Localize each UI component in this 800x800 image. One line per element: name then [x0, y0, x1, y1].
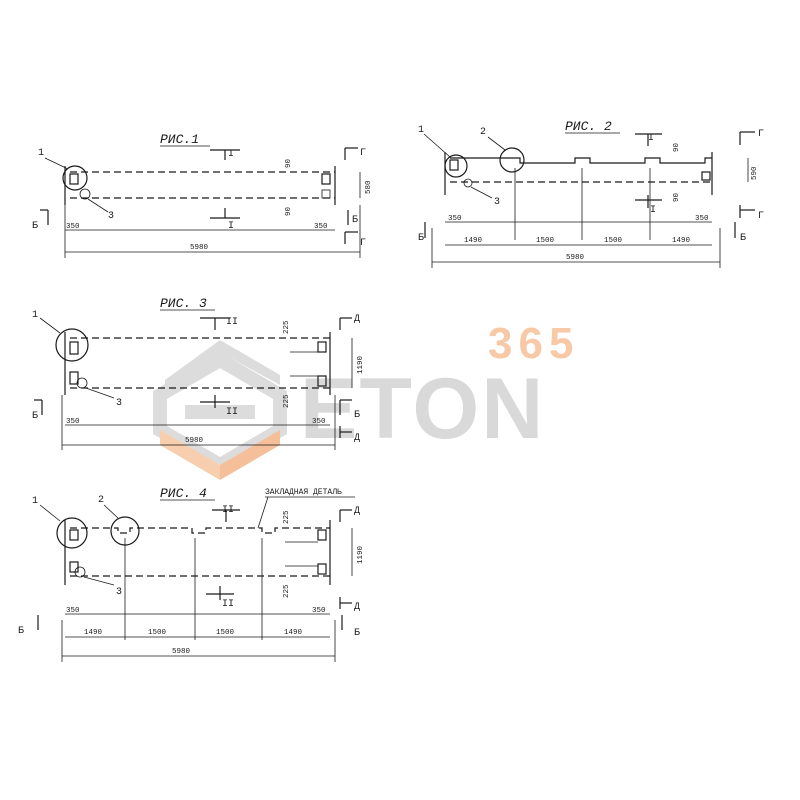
fig4-section-d-bottom: Д — [354, 602, 360, 613]
fig4-section-d-top: Д — [354, 506, 360, 517]
fig4-section-b-left: Б — [18, 626, 24, 637]
fig1-section-g-bottom: Г — [360, 238, 366, 249]
fig2-callout-2: 2 — [480, 127, 486, 138]
figure-1: РИС.1 1 3 I I Г Г Б Б — [32, 132, 373, 258]
fig2-dim-span-1: 1490 — [464, 237, 483, 245]
fig2-section-g-bottom: Г — [758, 211, 764, 222]
figure-2: РИС. 2 1 2 3 I I Г Г — [418, 119, 764, 268]
fig2-dim-span-3: 1500 — [604, 237, 623, 245]
figure-4: РИС. 4 ЗАКЛАДНАЯ ДЕТАЛЬ 1 2 3 II II — [18, 486, 365, 662]
fig4-callout-3: 3 — [116, 587, 122, 598]
fig4-dim-right-end: 350 — [312, 607, 326, 615]
fig2-section-i-top: I — [648, 133, 654, 144]
figure-3: РИС. 3 1 3 II II Д Д Б — [32, 296, 365, 450]
fig1-section-i-top: I — [228, 149, 234, 160]
fig1-callout-1: 1 — [38, 148, 44, 159]
fig2-dim-right-end: 350 — [695, 215, 709, 223]
fig2-detail-2-circle — [499, 147, 525, 173]
fig2-dim-length: 5980 — [566, 254, 585, 262]
fig1-section-i-bottom: I — [228, 221, 234, 232]
fig3-dim-bottom-edge: 225 — [283, 394, 291, 408]
fig2-dim-span-2: 1500 — [536, 237, 555, 245]
fig3-dim-right-end: 350 — [312, 418, 326, 426]
fig3-detail-1-circle — [55, 328, 89, 362]
fig2-title: РИС. 2 — [565, 119, 612, 134]
fig3-dim-height: 1190 — [357, 355, 365, 374]
fig1-dim-top-edge: 90 — [285, 158, 293, 168]
watermark-logo-icon — [153, 340, 287, 480]
fig4-dim-length: 5980 — [172, 648, 191, 656]
watermark-number: 365 — [488, 319, 579, 368]
fig2-callout-3: 3 — [494, 197, 500, 208]
fig4-dim-span-1: 1490 — [84, 629, 103, 637]
fig4-detail-1-circle — [56, 517, 88, 549]
fig2-dim-height: 590 — [751, 166, 759, 180]
watermark-brand: ETON — [300, 361, 545, 457]
fig1-dim-left-end: 350 — [66, 223, 80, 231]
fig4-callout-1: 1 — [32, 496, 38, 507]
fig2-section-b-left: Б — [418, 233, 424, 244]
fig1-dim-height: 580 — [365, 180, 373, 194]
fig4-detail-2-circle — [110, 516, 140, 546]
fig4-dim-left-end: 350 — [66, 607, 80, 615]
fig4-dim-top-edge: 225 — [283, 510, 291, 524]
fig3-dim-length: 5980 — [185, 437, 204, 445]
fig2-dim-bottom-edge: 90 — [673, 192, 681, 202]
fig2-section-b-right: Б — [740, 233, 746, 244]
fig4-dim-bottom-edge: 225 — [283, 584, 291, 598]
fig4-section-b-right: Б — [354, 628, 360, 639]
fig2-dim-span-4: 1490 — [672, 237, 691, 245]
fig3-dim-left-end: 350 — [66, 418, 80, 426]
fig3-detail-3-circle — [76, 377, 88, 389]
fig1-callout-3: 3 — [108, 211, 114, 222]
fig1-section-b-right: Б — [352, 215, 358, 226]
fig1-section-g-top: Г — [360, 148, 366, 159]
fig3-section-d-bottom: Д — [354, 433, 360, 444]
fig4-title: РИС. 4 — [160, 486, 207, 501]
fig1-title: РИС.1 — [160, 132, 199, 147]
watermark: 365 ETON — [153, 319, 579, 480]
fig4-dim-height: 1190 — [357, 545, 365, 564]
fig2-detail-3-circle — [463, 178, 473, 188]
fig2-section-i-bottom: I — [650, 205, 656, 216]
fig3-title: РИС. 3 — [160, 296, 207, 311]
fig4-note-embedded-part: ЗАКЛАДНАЯ ДЕТАЛЬ — [265, 488, 342, 497]
fig3-callout-3: 3 — [116, 398, 122, 409]
fig1-detail-3-circle — [79, 188, 91, 200]
fig4-callout-2: 2 — [98, 495, 104, 506]
fig2-dim-top-edge: 90 — [673, 142, 681, 152]
fig4-section-ii-bottom: II — [222, 599, 234, 610]
fig4-dim-span-4: 1490 — [284, 629, 303, 637]
fig3-section-ii-bottom: II — [226, 407, 238, 418]
fig3-section-d-top: Д — [354, 314, 360, 325]
fig1-dim-length: 5980 — [190, 244, 209, 252]
fig4-section-ii-top: II — [222, 505, 234, 516]
fig4-dim-span-3: 1500 — [216, 629, 235, 637]
fig2-section-g-top: Г — [758, 129, 764, 140]
fig4-dim-span-2: 1500 — [148, 629, 167, 637]
fig3-callout-1: 1 — [32, 310, 38, 321]
fig4-detail-3-circle — [74, 566, 86, 578]
fig2-dim-left-end: 350 — [448, 215, 462, 223]
fig3-section-b-left: Б — [32, 411, 38, 422]
fig3-dim-top-edge: 225 — [283, 320, 291, 334]
fig1-section-b-left: Б — [32, 221, 38, 232]
fig3-section-ii-top: II — [226, 317, 238, 328]
fig2-detail-1-circle — [444, 154, 468, 178]
fig1-dim-bottom-edge: 90 — [285, 206, 293, 216]
fig3-section-b-right: Б — [354, 410, 360, 421]
fig1-detail-1-circle — [62, 165, 88, 191]
fig2-callout-1: 1 — [418, 125, 424, 136]
fig1-dim-right-end: 350 — [314, 223, 328, 231]
